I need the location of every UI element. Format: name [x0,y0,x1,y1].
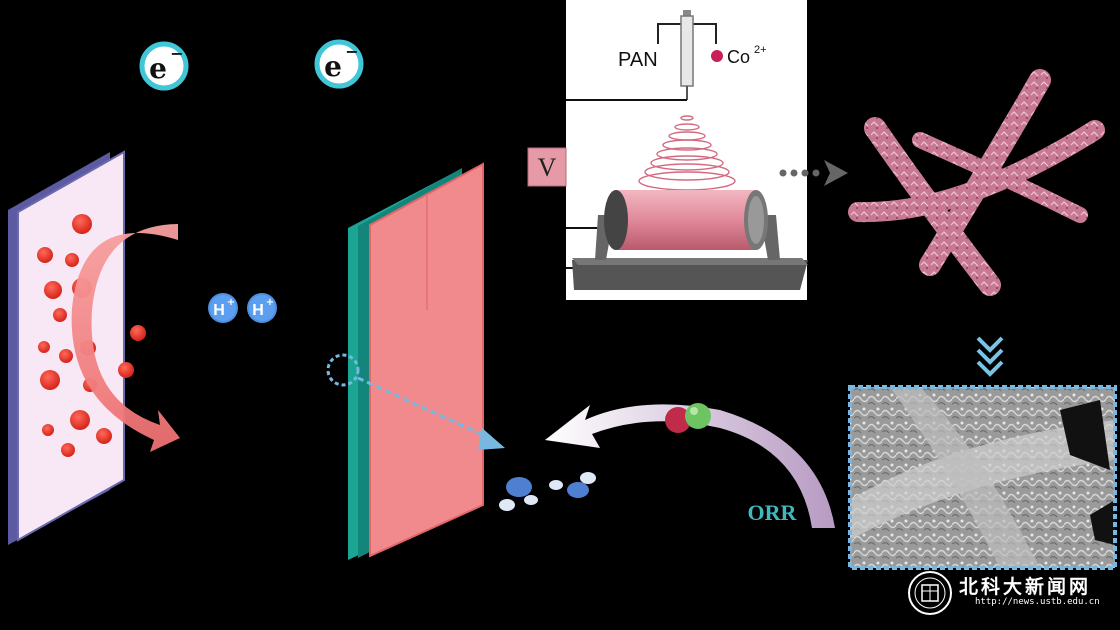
electron-icon: e − [139,41,189,91]
watermark-url: http://news.ustb.edu.cn [975,597,1100,607]
process-arrow [779,160,848,186]
watermark-title: 北科大新闻网 [959,576,1092,598]
catalyst-callout-circle [326,353,360,387]
nanofiber-network [848,69,1105,296]
anode-catalyst-dots [37,214,146,457]
oxygen-molecule-icon [665,403,711,433]
reaction-label: ORR [748,500,798,525]
precursor-label: PAN [618,49,658,71]
voltage-label: V [538,153,557,182]
university-seal-icon [908,571,952,615]
proton-sign: + [227,297,235,308]
watermark: 北科大新闻网 http://news.ustb.edu.cn [905,566,1115,622]
product-molecules [499,472,596,511]
electron-label: e [149,52,167,85]
cathode-assembly [348,162,484,560]
catalyst-callout-arrow [357,376,491,440]
proton-label: H [213,302,225,319]
electron-icon: e − [314,39,364,89]
metal-ion-charge: 2+ [754,44,767,56]
syringe-icon [680,10,694,100]
proton-sign: + [266,297,274,308]
electron-label: e [324,50,342,83]
proton-label: H [252,302,264,319]
fuel-flow-arrow [71,224,180,452]
collector-drum-icon [572,190,808,290]
orr-arc-arrow [545,404,835,528]
electron-sign: − [170,44,183,63]
metal-ion-label: Co [727,47,750,67]
electrospinning-panel: PAN Co 2+ [566,0,808,300]
sem-micrograph [848,385,1117,570]
cobalt-ion-dot [711,50,723,62]
callout-arrowhead [478,428,505,450]
proton-icon: H + [208,293,238,323]
anode-plate [8,150,125,545]
fiber-jet-spiral [638,115,736,191]
proton-icon: H + [247,293,277,323]
electron-sign: − [345,42,358,61]
voltage-source: V [527,147,567,187]
chevron-down-icon [976,336,1004,377]
